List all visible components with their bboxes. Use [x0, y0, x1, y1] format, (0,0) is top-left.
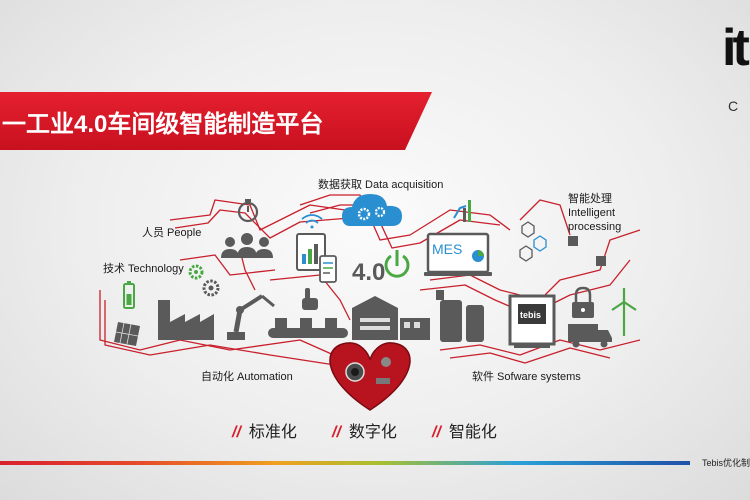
- tebis-machine-text: tebis: [520, 310, 541, 320]
- robot-arm-icon: [227, 296, 274, 340]
- lock-icon: [572, 288, 594, 318]
- stopwatch-icon: [239, 199, 257, 221]
- tagline-slash: //: [232, 424, 241, 441]
- data-acquisition-label: 数据获取 Data acquisition: [318, 176, 443, 192]
- rainbow-divider: [0, 461, 690, 465]
- tebis-machine-icon: tebis: [510, 296, 554, 348]
- battery-icon: [124, 281, 134, 308]
- conveyor-icon: [268, 318, 348, 338]
- tagline-text: 数字化: [349, 424, 397, 441]
- tagline-intelligence: // 智能化: [432, 418, 497, 442]
- gears-icon: [190, 266, 218, 295]
- tagline-text: 智能化: [449, 424, 497, 441]
- intelligent-label-line1: 智能处理: [568, 192, 621, 206]
- automation-label: 自动化 Automation: [201, 368, 293, 384]
- intelligent-label-line2: Intelligent: [568, 206, 621, 220]
- heart-icon: [330, 343, 410, 410]
- mes-monitor-icon: MES: [424, 234, 492, 276]
- wind-turbine-icon: [612, 288, 636, 336]
- technology-label: 技术 Technology: [103, 260, 184, 276]
- factory-icon: [158, 300, 214, 340]
- footer-text: Tebis优化制: [702, 456, 750, 469]
- tagline-slash: //: [432, 424, 441, 441]
- hand-touch-icon: [302, 288, 318, 310]
- truck-icon: [568, 324, 612, 348]
- tagline-text: 标准化: [249, 424, 297, 441]
- tank-icon: [436, 290, 484, 342]
- mes-text: MES: [432, 241, 462, 257]
- tagline-standardization: // 标准化: [232, 418, 297, 442]
- intelligent-processing-label: 智能处理 Intelligent processing: [568, 192, 621, 234]
- phone-icon: [320, 256, 336, 282]
- people-label: 人员 People: [142, 224, 201, 240]
- people-icon: [221, 233, 273, 258]
- software-label: 软件 Sofware systems: [472, 368, 581, 384]
- industry-4-text: 4.0: [352, 259, 385, 286]
- solar-panel-icon: [114, 322, 140, 346]
- tagline-digitalization: // 数字化: [332, 418, 397, 442]
- warehouse-icon: [352, 296, 430, 340]
- tagline-slash: //: [332, 424, 341, 441]
- power-icon: 4.0: [352, 250, 408, 286]
- cloud-gears-icon: [342, 194, 402, 226]
- intelligent-label-line3: processing: [568, 220, 621, 234]
